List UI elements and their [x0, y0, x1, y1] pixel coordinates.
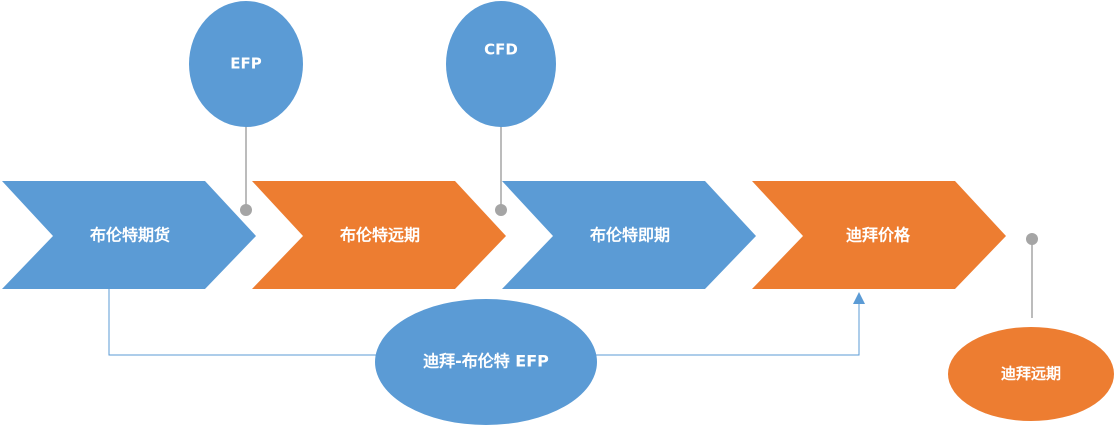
chevron-brent-forward: 布伦特远期	[252, 181, 506, 289]
cfd-callout: CFD	[446, 1, 556, 216]
cfd-pointer-dot	[495, 204, 507, 216]
efp-callout: EFP	[189, 1, 303, 216]
chevron-shape	[502, 181, 756, 289]
dubai-forward-bubble	[948, 327, 1114, 421]
connector-arrowhead	[853, 292, 865, 304]
dubai-brent-efp-callout: 迪拜-布伦特 EFP	[375, 299, 597, 425]
chevron-brent-spot: 布伦特即期	[502, 181, 756, 289]
dubai-brent-efp-label: 迪拜-布伦特 EFP	[423, 352, 549, 371]
chevron-shape	[752, 181, 1006, 289]
chevron-label: 布伦特期货	[90, 226, 170, 245]
efp-bubble	[189, 1, 303, 127]
dubai-forward-callout: 迪拜远期	[948, 233, 1114, 421]
dubai-brent-efp-bubble	[375, 299, 597, 425]
chevron-dubai-price: 迪拜价格	[752, 181, 1006, 289]
efp-label: EFP	[230, 55, 262, 73]
chevron-label: 布伦特即期	[590, 226, 670, 245]
dubai-forward-label: 迪拜远期	[1001, 365, 1061, 383]
chevron-brent-futures: 布伦特期货	[2, 181, 256, 289]
chevron-shape	[252, 181, 506, 289]
cfd-label: CFD	[484, 41, 518, 59]
cfd-bubble	[446, 1, 556, 127]
chevron-label: 迪拜价格	[846, 226, 911, 245]
chevron-label: 布伦特远期	[340, 226, 420, 245]
chevron-shape	[2, 181, 256, 289]
efp-pointer-dot	[240, 204, 252, 216]
